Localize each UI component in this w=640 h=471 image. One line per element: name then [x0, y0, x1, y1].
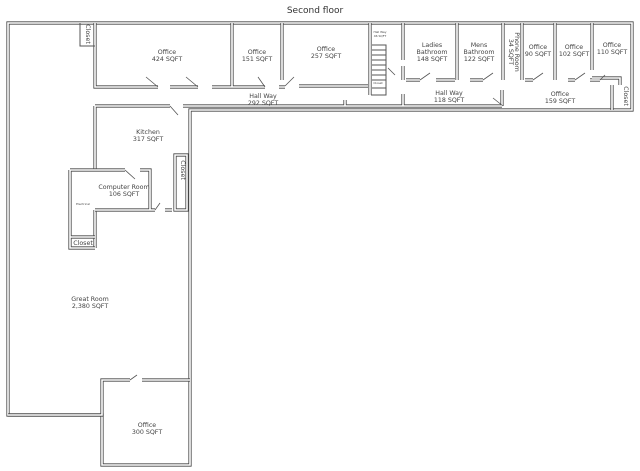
- room-area: 34 SQFT: [507, 39, 514, 65]
- room-area: 106 SQFT: [109, 191, 139, 198]
- room-area: 122 SQFT: [464, 56, 494, 63]
- room-area: 257 SQFT: [311, 53, 341, 60]
- room-name: Office: [158, 49, 177, 56]
- room-name: Office: [138, 422, 157, 429]
- room-area: 102 SQFT: [559, 51, 589, 58]
- room-name: Great Room: [71, 296, 108, 303]
- room-area: 118 SQFT: [434, 97, 464, 104]
- room-name: Bathroom: [464, 49, 495, 56]
- room-labels: Closet Office 424 SQFT Office 151 SQFT O…: [71, 24, 629, 436]
- closet-label: Closet: [73, 240, 93, 247]
- room-name: Electrical: [76, 202, 90, 206]
- room-name: Bathroom: [417, 49, 448, 56]
- room-name: Ladies: [422, 42, 442, 49]
- closet-label: Closet: [84, 24, 91, 44]
- room-name: Hall Way: [373, 30, 386, 34]
- room-area: 110 SQFT: [597, 49, 627, 56]
- room-name: Kitchen: [136, 129, 160, 136]
- plan-title: Second floor: [287, 6, 344, 16]
- room-area: 151 SQFT: [242, 56, 272, 63]
- walls: [6, 21, 634, 467]
- room-area: 2,380 SQFT: [72, 303, 108, 310]
- room-name: Office: [317, 46, 336, 53]
- room-area: 159 SQFT: [545, 98, 575, 105]
- room-area: 46 SQFT: [374, 34, 387, 38]
- room-area: 424 SQFT: [152, 56, 182, 63]
- room-area: 90 SQFT: [525, 51, 551, 58]
- room-area: 148 SQFT: [417, 56, 447, 63]
- closet-label: Closet: [179, 160, 186, 180]
- room-name: Office: [551, 91, 570, 98]
- room-area: 292 SQFT: [248, 100, 278, 107]
- room-name: Phone Room: [513, 32, 520, 71]
- closet-label: Closet: [622, 86, 629, 106]
- room-area: 317 SQFT: [133, 136, 163, 143]
- doors: [124, 67, 606, 381]
- room-name: Office: [603, 42, 622, 49]
- room-name: Office: [565, 44, 584, 51]
- room-name: Office: [529, 44, 548, 51]
- room-name: Hall Way: [435, 90, 463, 97]
- closet-label: Closet: [373, 81, 383, 85]
- room-area: 300 SQFT: [132, 429, 162, 436]
- room-name: Mens: [471, 42, 488, 49]
- room-name: Hall Way: [249, 93, 277, 100]
- room-name: Computer Room: [98, 184, 149, 191]
- room-name: Office: [248, 49, 267, 56]
